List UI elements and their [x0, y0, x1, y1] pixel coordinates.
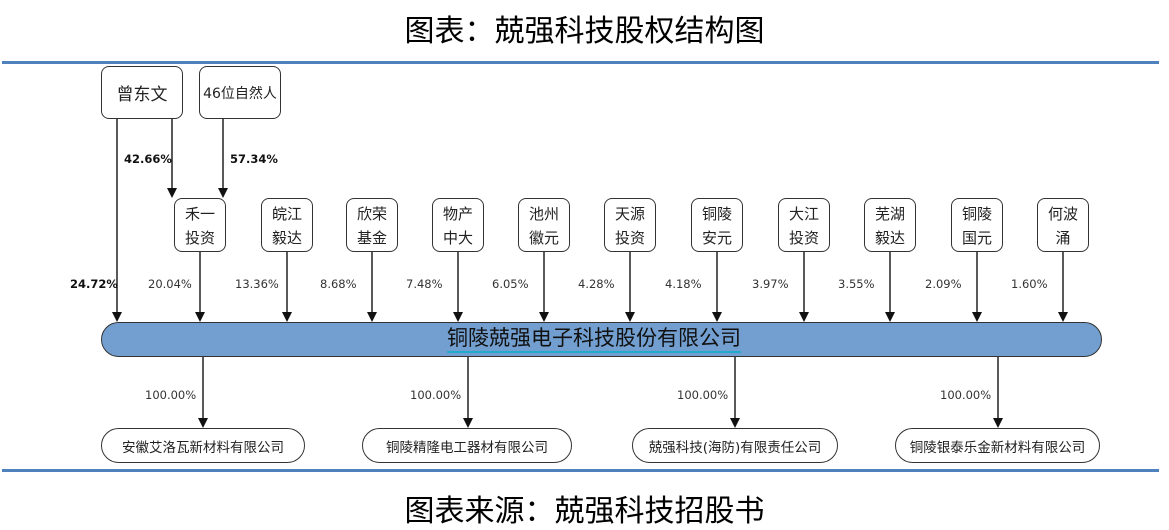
shareholder-name-line2: 中大 — [442, 228, 473, 247]
shareholder-box: 皖江毅达 — [261, 198, 313, 252]
arrow-head — [167, 188, 177, 198]
shareholder-box: 大江投资 — [778, 198, 830, 252]
main-company-name: 铜陵兢强电子科技股份有限公司 — [447, 325, 741, 353]
arrow-head — [885, 312, 895, 322]
arrow-head — [218, 188, 228, 198]
shareholder-pct: 6.05% — [492, 277, 529, 291]
shareholder-name-line2: 涌 — [1055, 228, 1071, 247]
holder-46-individuals: 46位自然人 — [199, 66, 281, 119]
subsidiary-box: 铜陵银泰乐金新材料有限公司 — [895, 428, 1100, 463]
shareholder-name-line1: 物产 — [442, 204, 473, 223]
subsidiary-pct: 100.00% — [145, 388, 197, 402]
arrow-head — [198, 418, 208, 428]
shareholder-name-line2: 毅达 — [271, 228, 302, 247]
shareholder-box: 铜陵安元 — [691, 198, 743, 252]
pct-zeng-direct: 24.72% — [70, 277, 118, 291]
arrow-head — [972, 312, 982, 322]
figure-title: 图表：兢强科技股权结构图 — [404, 14, 765, 49]
shareholder-name-line1: 池州 — [528, 204, 559, 223]
subsidiary-box: 铜陵精隆电工器材有限公司 — [362, 428, 572, 463]
pct-46-heyi: 57.34% — [230, 152, 278, 166]
shareholder-name-line2: 投资 — [614, 228, 645, 247]
arrow-head — [463, 418, 473, 428]
main-company-bar: 铜陵兢强电子科技股份有限公司 — [101, 322, 1102, 357]
arrow-head — [1058, 312, 1068, 322]
shareholder-pct: 2.09% — [925, 277, 962, 291]
arrow-head — [367, 312, 377, 322]
pct-zeng-heyi: 42.66% — [124, 152, 172, 166]
shareholder-box: 铜陵国元 — [951, 198, 1003, 252]
shareholder-box: 何波涌 — [1037, 198, 1089, 252]
shareholder-pct: 4.28% — [578, 277, 615, 291]
subsidiary-box: 安徽艾洛瓦新材料有限公司 — [101, 428, 305, 463]
shareholder-pct: 8.68% — [320, 277, 357, 291]
arrow-head — [993, 418, 1003, 428]
shareholder-name-line1: 铜陵 — [961, 204, 992, 223]
shareholder-pct: 4.18% — [665, 277, 702, 291]
shareholder-name-line2: 投资 — [184, 228, 215, 247]
shareholder-name-line2: 毅达 — [874, 228, 905, 247]
shareholder-name-line2: 徽元 — [528, 228, 559, 247]
shareholder-pct: 3.55% — [838, 277, 875, 291]
shareholder-pct: 1.60% — [1011, 277, 1048, 291]
shareholder-name-line2: 基金 — [356, 228, 387, 247]
shareholder-name-line1: 天源 — [614, 204, 645, 223]
arrow-head — [282, 312, 292, 322]
shareholder-name-line2: 投资 — [788, 228, 819, 247]
shareholder-name-line1: 禾一 — [184, 204, 215, 223]
shareholder-pct: 3.97% — [752, 277, 789, 291]
shareholder-pct: 13.36% — [235, 277, 279, 291]
shareholder-name-line1: 芜湖 — [874, 204, 905, 223]
diagram-frame — [2, 61, 1159, 472]
arrow-head — [625, 312, 635, 322]
shareholder-pct: 7.48% — [406, 277, 443, 291]
shareholder-name-line1: 皖江 — [271, 204, 302, 223]
shareholder-name-line1: 铜陵 — [701, 204, 732, 223]
shareholder-name-line1: 何波 — [1047, 204, 1078, 223]
subsidiary-box: 兢强科技(海防)有限责任公司 — [632, 428, 838, 463]
shareholder-box: 池州徽元 — [518, 198, 570, 252]
shareholder-name-line2: 安元 — [701, 228, 732, 247]
subsidiary-pct: 100.00% — [677, 388, 729, 402]
shareholder-box: 芜湖毅达 — [864, 198, 916, 252]
shareholder-name-line1: 大江 — [788, 204, 819, 223]
shareholder-box: 天源投资 — [604, 198, 656, 252]
shareholder-name-line1: 欣荣 — [356, 204, 387, 223]
arrow-head — [730, 418, 740, 428]
arrow-head — [453, 312, 463, 322]
subsidiary-pct: 100.00% — [410, 388, 462, 402]
arrow-head — [799, 312, 809, 322]
arrow-head — [712, 312, 722, 322]
figure-source: 图表来源：兢强科技招股书 — [404, 494, 765, 529]
shareholder-box: 物产中大 — [432, 198, 484, 252]
shareholder-box: 欣荣基金 — [346, 198, 398, 252]
arrow-head — [112, 312, 122, 322]
holder-zeng-dongwen: 曾东文 — [101, 66, 183, 119]
arrow-head — [539, 312, 549, 322]
arrow-head — [195, 312, 205, 322]
shareholder-box: 禾一投资 — [174, 198, 226, 252]
shareholder-pct: 20.04% — [148, 277, 192, 291]
shareholder-name-line2: 国元 — [961, 228, 992, 247]
subsidiary-pct: 100.00% — [940, 388, 992, 402]
